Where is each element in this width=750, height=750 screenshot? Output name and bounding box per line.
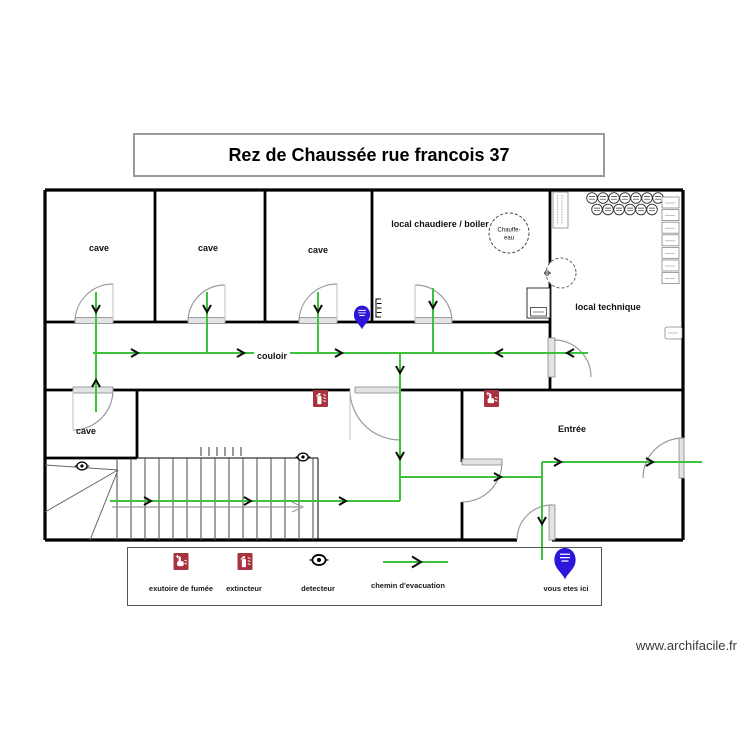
room-label-corridor: couloir [253, 351, 291, 361]
legend-label-evacuation-path: chemin d'evacuation [371, 581, 445, 590]
room-label-technical-room: local technique [575, 302, 641, 312]
smoke-vent-icon [483, 389, 500, 408]
storage-boxes [661, 196, 683, 340]
wall-hatch-marks [200, 447, 242, 456]
door-swing [461, 458, 503, 503]
room-label-boiler-room: local chaudiere / boiler [391, 219, 489, 229]
boiler-unit [526, 287, 551, 319]
exterior-walls [43, 188, 685, 542]
door-swing-exit [642, 437, 685, 479]
plan-title: Rez de Chaussée rue francois 37 [228, 144, 510, 165]
evacuation-route [93, 288, 702, 560]
door-swing [74, 283, 114, 324]
room-label-cave-1: cave [88, 243, 110, 253]
legend-label-smoke-vent: exutoire de fumée [148, 584, 214, 593]
legend-label-extinguisher: extincteur [226, 584, 262, 593]
meter-cabinet-label [552, 191, 569, 229]
plan-title-box: Rez de Chaussée rue francois 37 [133, 133, 605, 177]
door-swing [72, 386, 114, 431]
water-heater-label-line1: Chauffe- [498, 228, 521, 234]
extinguisher-icon [312, 389, 329, 408]
room-label-cave-3: cave [307, 245, 329, 255]
door-swing [516, 504, 556, 541]
legend-icons [173, 547, 577, 580]
interior-walls [45, 190, 683, 540]
evacuation-arrows [91, 300, 656, 527]
legend-box [127, 547, 602, 606]
evacuation-path-icon [383, 555, 448, 569]
water-heater-circle: Chauffe- eau [488, 212, 530, 254]
detector-icon [295, 452, 311, 462]
you-are-here-icon [353, 305, 371, 330]
legend-label-detector: detecteur [301, 584, 335, 593]
door-swing [349, 386, 401, 441]
room-label-cave-2: cave [197, 243, 219, 253]
electrical-panel-symbol [375, 298, 382, 318]
room-label-entrance: Entrée [557, 424, 587, 434]
water-heater-label-line2: eau [504, 236, 514, 242]
room-label-cave-lower: cave [75, 426, 97, 436]
detector-icon [74, 461, 90, 471]
watermark: www.archifacile.fr [635, 638, 737, 653]
staircase [44, 457, 319, 541]
wall-device-circle [544, 257, 577, 289]
door-swing [547, 337, 592, 378]
electric-meters [586, 192, 664, 216]
legend-label-you-are-here: vous etes ici [543, 584, 589, 593]
